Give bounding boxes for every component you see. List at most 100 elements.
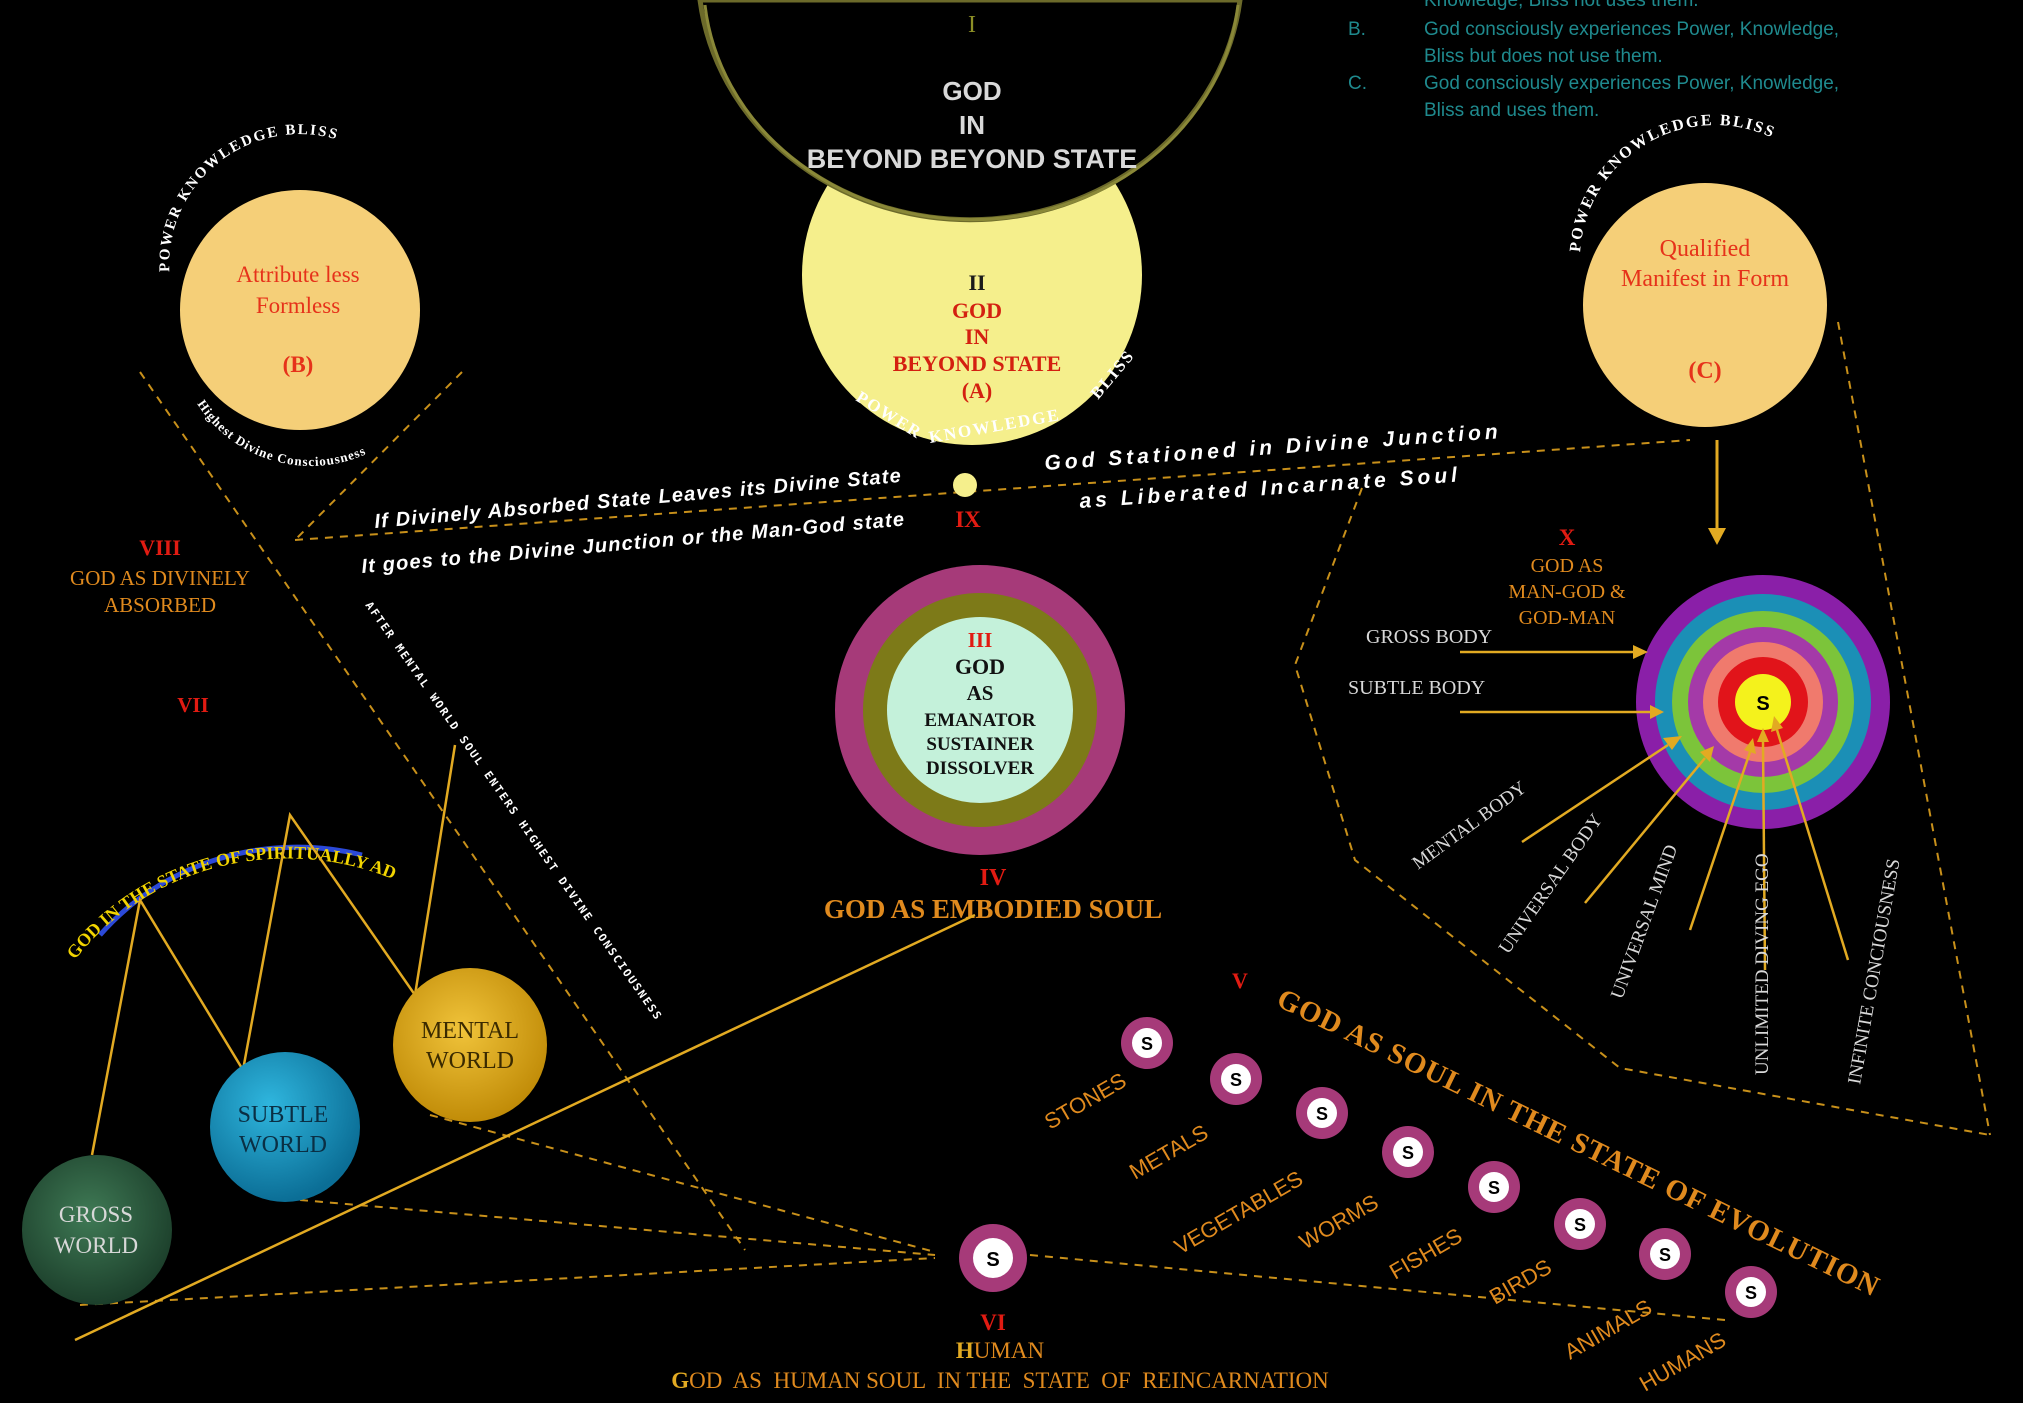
state-iii-line5: DISSOLVER bbox=[926, 758, 1034, 779]
circle-b-line1: Attribute less bbox=[236, 262, 359, 287]
body-label-universal-mind-text: UNIVERSAL MIND bbox=[1607, 842, 1682, 1002]
state-x-line1: GOD AS bbox=[1531, 555, 1604, 577]
state-iii-line4: SUSTAINER bbox=[926, 734, 1034, 755]
evolution-soul-inner bbox=[1650, 1239, 1680, 1269]
legend: Knowledge, Bliss not uses them. B. God c… bbox=[1348, 0, 1839, 121]
state-viii-numeral: VIII bbox=[139, 535, 181, 560]
evolution-soul-inner bbox=[1307, 1098, 1337, 1128]
arrowhead-universal-mind bbox=[1744, 738, 1756, 754]
legend-b-line2: Bliss but does not use them. bbox=[1424, 46, 1663, 67]
state-iii-line3: EMANATOR bbox=[924, 710, 1035, 731]
body-label-gross: GROSS BODY bbox=[1366, 626, 1492, 648]
arrowhead-infinite bbox=[1771, 716, 1783, 732]
ring-yellow-core bbox=[1735, 674, 1791, 730]
body-label-mental: MENTAL BODY bbox=[1409, 777, 1531, 874]
line-b-left bbox=[139, 371, 746, 1251]
evolution-stage-metals: METALS bbox=[1125, 1119, 1212, 1184]
line-c-right bbox=[1837, 321, 1991, 1136]
embodied-soul-line bbox=[74, 913, 976, 1342]
arrow-c-to-x-head bbox=[1708, 528, 1726, 545]
circle-b bbox=[180, 190, 420, 430]
junction-numeral: IX bbox=[955, 507, 981, 532]
evolution-soul-label: S bbox=[1488, 1178, 1500, 1198]
subtle-world-line2: WORLD bbox=[239, 1132, 327, 1158]
subtle-world-circle bbox=[210, 1052, 360, 1202]
line-b-right bbox=[294, 371, 463, 541]
state-viii-diagonal: AFTER MENTAL WORLD SOUL ENTERS HIGHEST D… bbox=[363, 599, 665, 1023]
subtle-world-line1: SUBTLE bbox=[238, 1102, 329, 1128]
circle-c-line2: Manifest in Form bbox=[1621, 266, 1789, 292]
junction-line bbox=[294, 439, 1691, 541]
body-label-universal-body-text: UNIVERSAL BODY bbox=[1495, 810, 1607, 958]
arrow-universal-mind bbox=[1688, 751, 1752, 931]
evolution-soul-inner bbox=[1736, 1277, 1766, 1307]
evolution-soul-label: S bbox=[1659, 1245, 1671, 1265]
gross-world-line2: WORLD bbox=[54, 1233, 138, 1258]
state-iv-title: GOD AS EMBODIED SOUL bbox=[824, 894, 1162, 924]
state-ii-line3: BEYOND STATE bbox=[893, 351, 1062, 376]
legend-c-line2: Bliss and uses them. bbox=[1424, 100, 1599, 121]
state-vi-bottom-rest: OD AS HUMAN SOUL IN THE STATE OF REINCAR… bbox=[689, 1368, 1329, 1393]
body-label-infinite: INFINITE CONCIOUSNESS bbox=[1844, 857, 1904, 1086]
body-label-universal-body: UNIVERSAL BODY bbox=[1495, 810, 1607, 958]
state-ii-numeral: II bbox=[968, 270, 985, 295]
legend-c-letter: C. bbox=[1348, 73, 1367, 94]
state-i-line2: IN bbox=[959, 110, 985, 140]
mental-world-line1: MENTAL bbox=[421, 1018, 519, 1044]
circle-c bbox=[1583, 183, 1827, 427]
evolution-stage-stones: STONES bbox=[1040, 1068, 1130, 1135]
state-vi-human-rest: UMAN bbox=[974, 1338, 1045, 1363]
state-iii-line1: GOD bbox=[955, 654, 1005, 679]
evolution-soul-label: S bbox=[1402, 1143, 1414, 1163]
evolution-soul-label: S bbox=[1230, 1070, 1242, 1090]
line-mental-world bbox=[429, 1114, 936, 1253]
arrow-universal-body bbox=[1584, 757, 1706, 904]
state-x-arrows bbox=[1460, 650, 1850, 971]
arrowhead-universal-body bbox=[1700, 746, 1714, 762]
evolution-stage-worms: WORMS bbox=[1295, 1189, 1383, 1254]
evolution-soul-inner bbox=[1565, 1209, 1595, 1239]
arrowhead-mental bbox=[1663, 736, 1682, 750]
state-ii-line1: GOD bbox=[952, 298, 1002, 323]
line-human-evolution bbox=[1029, 1254, 1726, 1321]
line-gross-world bbox=[79, 1257, 936, 1306]
evolution-stage-fishes: FISHES bbox=[1385, 1223, 1466, 1284]
state-iii-numeral: III bbox=[968, 628, 993, 652]
circle-c-letter: (C) bbox=[1688, 358, 1721, 384]
state-iii-line2: AS bbox=[967, 681, 994, 705]
state-x-line3: GOD-MAN bbox=[1519, 607, 1616, 629]
gross-world-line1: GROSS bbox=[59, 1202, 133, 1227]
state-i-line3: BEYOND BEYOND STATE bbox=[807, 144, 1138, 174]
human-soul-label: S bbox=[986, 1249, 999, 1271]
state-vi-human: HUMAN bbox=[956, 1338, 1045, 1363]
evolution-soul-inner bbox=[1479, 1172, 1509, 1202]
evolution-stage-humans: HUMANS bbox=[1635, 1327, 1730, 1396]
gross-world-circle bbox=[22, 1155, 172, 1305]
state-x-line2: MAN-GOD & bbox=[1508, 581, 1626, 603]
state-viii-line2: ABSORBED bbox=[104, 593, 216, 617]
world-connectors bbox=[90, 744, 457, 1156]
legend-b-letter: B. bbox=[1348, 19, 1366, 40]
evolution-stage-birds: BIRDS bbox=[1485, 1254, 1556, 1309]
world-zigzag bbox=[90, 744, 457, 1156]
arrow-infinite bbox=[1775, 729, 1850, 961]
evolution-stage-animals: ANIMALS bbox=[1560, 1294, 1656, 1364]
dashed-connectors bbox=[79, 321, 1991, 1321]
circle-c-line1: Qualified bbox=[1660, 236, 1751, 262]
evolution-stage-vegetables: VEGETABLES bbox=[1170, 1166, 1307, 1260]
mental-world-circle bbox=[393, 968, 547, 1122]
evolution-soul-label: S bbox=[1141, 1034, 1153, 1054]
evolution-soul-inner bbox=[1132, 1028, 1162, 1058]
body-label-universal-mind: UNIVERSAL MIND bbox=[1607, 842, 1682, 1002]
state-vi-human-initial: H bbox=[956, 1338, 974, 1363]
state-vi-bottom-g: G bbox=[671, 1368, 689, 1393]
circle-b-letter: (B) bbox=[283, 352, 314, 377]
state-i-circle-group bbox=[697, 0, 1243, 223]
state-x-core-label: S bbox=[1756, 693, 1769, 715]
body-label-unlimited-ego: UNLIMITED DIVING EGO bbox=[1752, 853, 1773, 1075]
arrowhead-unlimited-ego bbox=[1757, 728, 1769, 742]
mental-world-line2: WORLD bbox=[426, 1048, 514, 1074]
